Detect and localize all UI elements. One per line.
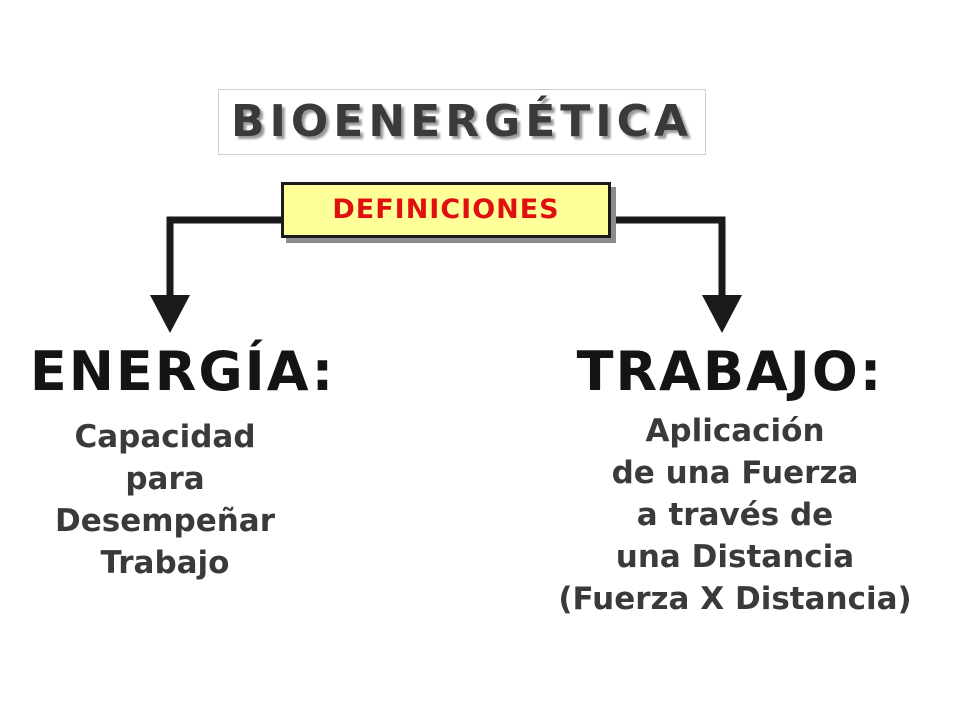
energia-definition-line: Trabajo [100, 545, 230, 581]
trabajo-definition: Aplicación de una Fuerza a través de una… [520, 410, 950, 620]
trabajo-definition-line: de una Fuerza [611, 455, 859, 491]
definitions-box: DEFINICIONES [281, 182, 611, 238]
energia-definition-line: para [125, 461, 205, 497]
left-connector-line [166, 216, 284, 298]
trabajo-definition-line: a través de [636, 497, 834, 533]
left-arrowhead-icon [150, 295, 190, 333]
right-connector-line [609, 216, 726, 298]
right-arrowhead-icon [702, 295, 742, 333]
title-box: BIOENERGÉTICA [218, 89, 706, 155]
energia-heading: ENERGÍA: [29, 340, 336, 403]
energia-definition-line: Capacidad [74, 419, 256, 455]
trabajo-heading: TRABAJO: [576, 340, 884, 403]
trabajo-definition-line: (Fuerza X Distancia) [558, 581, 912, 617]
energia-definition: Capacidad para Desempeñar Trabajo [10, 416, 320, 584]
trabajo-definition-line: una Distancia [615, 539, 855, 575]
diagram-title: BIOENERGÉTICA [230, 96, 694, 147]
energia-definition-line: Desempeñar [54, 503, 276, 539]
trabajo-definition-line: Aplicación [645, 413, 825, 449]
definitions-label: DEFINICIONES [332, 194, 560, 225]
